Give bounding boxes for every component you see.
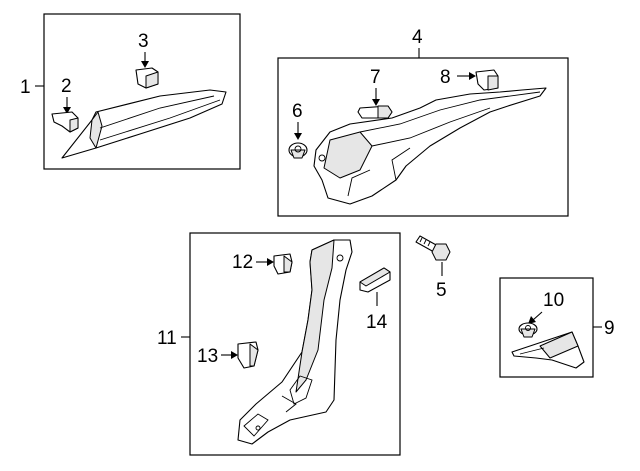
callout-3: 3: [138, 31, 149, 52]
callout-12: 12: [232, 252, 253, 273]
clip-icon: [51, 111, 79, 133]
bolt-icon: [415, 235, 451, 261]
callout-8: 8: [440, 67, 451, 88]
group-4-box: [277, 57, 569, 217]
callout-13: 13: [197, 346, 218, 367]
screw-icon: [288, 142, 308, 159]
callout-2: 2: [61, 76, 72, 97]
quarter-trim-panel: [313, 87, 547, 205]
callout-6: 6: [292, 101, 303, 122]
fastener-icon: [135, 67, 159, 89]
callout-5: 5: [436, 280, 447, 301]
group-4: 4 6 7 8: [277, 27, 569, 217]
group-11: 11 12 13: [157, 232, 401, 456]
callout-7: 7: [370, 67, 381, 88]
clip-icon: [273, 253, 293, 275]
callout-4: 4: [412, 27, 423, 48]
group-9: 9 10: [499, 277, 615, 378]
screw-icon: [518, 322, 538, 338]
callout-11: 11: [157, 328, 177, 349]
center-pillar-trim: [237, 239, 353, 445]
callout-1: 1: [20, 77, 31, 98]
callout-9: 9: [604, 318, 615, 339]
retainer-icon: [237, 341, 259, 369]
pillar-trim-panel: [61, 89, 227, 159]
trim-pad: [359, 267, 391, 293]
retainer-icon: [357, 105, 393, 119]
group-11-box: [189, 232, 401, 456]
trim-cover: [511, 331, 585, 369]
clip-icon: [475, 69, 499, 91]
group-1-box: [43, 13, 241, 170]
bolt-5: 5: [415, 235, 451, 301]
group-1: 1 2 3: [20, 13, 241, 170]
callout-14: 14: [366, 312, 388, 333]
callout-10: 10: [543, 290, 564, 311]
